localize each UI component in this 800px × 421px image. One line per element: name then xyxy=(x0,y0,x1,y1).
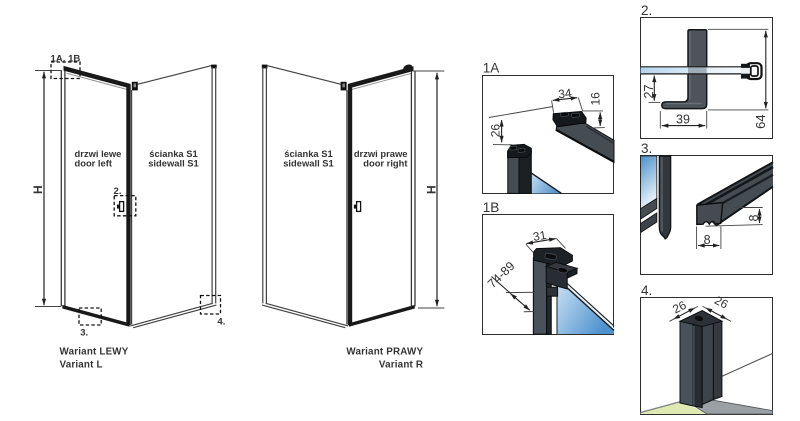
svg-text:Wariant PRAWY: Wariant PRAWY xyxy=(346,346,423,357)
svg-text:4.: 4. xyxy=(641,283,652,298)
svg-text:Variant R: Variant R xyxy=(379,359,423,370)
svg-text:2.: 2. xyxy=(114,186,122,197)
svg-text:8: 8 xyxy=(747,215,761,222)
svg-text:1B: 1B xyxy=(483,200,500,215)
svg-text:26: 26 xyxy=(670,298,689,317)
svg-text:sidewall S1: sidewall S1 xyxy=(148,158,199,169)
svg-text:drzwi prawe: drzwi prawe xyxy=(354,148,408,159)
svg-text:34: 34 xyxy=(557,86,572,102)
svg-text:2.: 2. xyxy=(641,3,652,18)
svg-text:3.: 3. xyxy=(641,141,652,156)
svg-text:door left: door left xyxy=(75,158,113,169)
svg-text:sidewall S1: sidewall S1 xyxy=(283,158,334,169)
svg-text:ścianka S1: ścianka S1 xyxy=(149,148,197,159)
svg-text:1A: 1A xyxy=(483,60,500,75)
svg-text:door right: door right xyxy=(363,158,407,169)
svg-text:39: 39 xyxy=(676,112,690,126)
svg-text:Variant L: Variant L xyxy=(60,359,103,370)
svg-text:H: H xyxy=(31,185,45,194)
svg-text:16: 16 xyxy=(589,92,603,106)
svg-text:ścianka S1: ścianka S1 xyxy=(284,148,332,159)
svg-text:8: 8 xyxy=(704,233,711,247)
svg-text:drzwi lewe: drzwi lewe xyxy=(75,148,122,159)
svg-text:64: 64 xyxy=(753,114,768,128)
svg-text:31: 31 xyxy=(532,228,548,244)
svg-text:1A, 1B: 1A, 1B xyxy=(51,54,81,65)
svg-text:26: 26 xyxy=(489,124,503,138)
svg-text:27: 27 xyxy=(642,85,656,99)
svg-text:26: 26 xyxy=(712,293,731,312)
svg-text:H: H xyxy=(425,185,439,194)
svg-text:Wariant LEWY: Wariant LEWY xyxy=(60,346,129,357)
svg-text:3.: 3. xyxy=(80,328,88,339)
svg-text:4.: 4. xyxy=(217,316,225,327)
